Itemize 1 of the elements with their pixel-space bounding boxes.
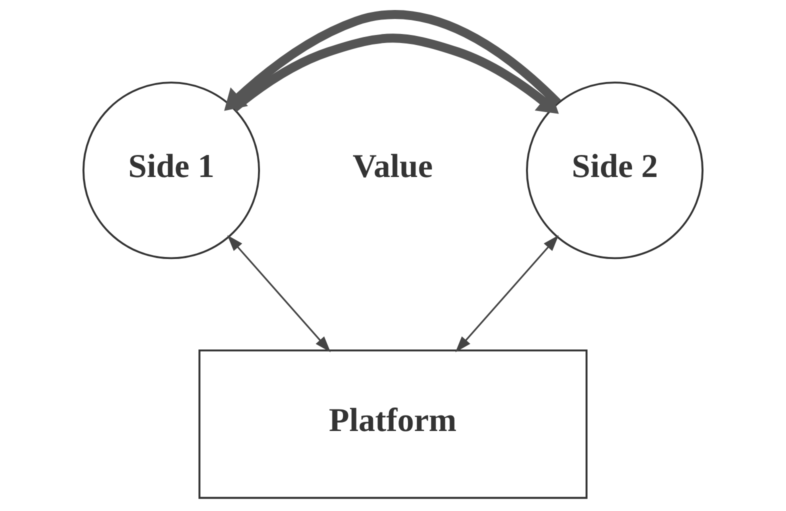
label: Value — [352, 148, 433, 185]
